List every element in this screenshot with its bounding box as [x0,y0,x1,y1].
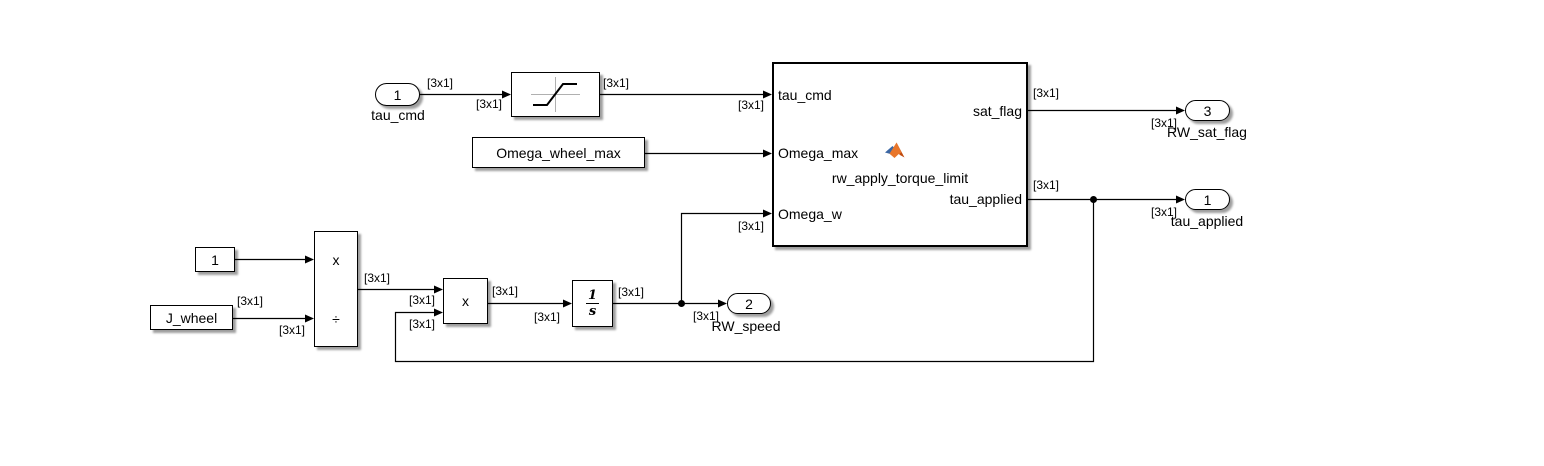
signal-dim-label: [3x1] [1151,116,1178,130]
product-multiply-sign: x [462,293,469,309]
signal-dim-label: [3x1] [618,285,645,299]
fn-input-tau-cmd: tau_cmd [778,87,832,103]
arrowhead [305,255,314,264]
matlab-logo-icon [885,142,905,158]
arrowhead [1176,195,1185,204]
signal-dim-label: [3x1] [279,323,306,337]
outport-number: 2 [745,295,753,312]
signal-dim-label: [3x1] [1151,205,1178,219]
constant-omega-wheel-max[interactable]: Omega_wheel_max [472,137,645,168]
constant-j-wheel[interactable]: J_wheel [150,305,233,330]
inport-tau-cmd[interactable]: 1 [375,83,420,106]
outport-rw-speed[interactable]: 2 [727,293,771,314]
divide-block[interactable]: x ÷ [314,231,358,347]
constant-value: Omega_wheel_max [496,144,621,161]
divide-divide-sign: ÷ [332,311,340,327]
constant-value: J_wheel [165,309,218,326]
signal-dim-label: [3x1] [476,97,503,111]
divide-multiply-sign: x [332,252,340,268]
arrowheads-and-dots [305,90,1185,323]
branch-dot [678,300,685,307]
arrowhead [563,299,572,308]
signal-dim-label: [3x1] [738,98,765,112]
fn-input-omega-max: Omega_max [778,145,859,161]
signal-dim-label: [3x1] [1033,86,1060,100]
outport-rw-sat-flag[interactable]: 3 [1185,100,1230,121]
signal-dim-label: [3x1] [738,219,765,233]
outport-rw-speed-label: RW_speed [711,318,781,334]
wire-tau-applied-feedback [394,199,1095,363]
arrowhead [305,314,314,323]
inport-number: 1 [393,86,402,103]
wires[interactable] [233,93,1177,363]
fraction-bar [586,303,599,304]
arrowhead [434,308,443,317]
branch-dot [1090,196,1097,203]
constant-one[interactable]: 1 [195,247,235,272]
outport-tau-applied-label: tau_applied [1170,213,1244,229]
fn-output-sat-flag: sat_flag [972,103,1022,119]
fn-output-tau-applied: tau_applied [949,191,1022,207]
saturation-icon [531,77,580,112]
arrowhead [502,90,511,99]
outport-number: 3 [1203,102,1212,119]
inport-tau-cmd-label: tau_cmd [371,107,425,123]
arrowhead [1176,106,1185,115]
arrowhead [434,285,443,294]
signal-dim-label: [3x1] [409,317,436,331]
signal-dim-label: [3x1] [364,271,391,285]
fn-input-omega-w: Omega_w [778,206,842,222]
signal-dim-label: [3x1] [427,76,454,90]
outport-number: 1 [1203,191,1212,208]
constant-value: 1 [211,251,219,268]
outport-rw-sat-flag-label: RW_sat_flag [1167,124,1247,140]
signal-dim-label: [3x1] [237,294,264,308]
arrowhead [763,90,772,99]
arrowhead [763,149,772,158]
matlab-function-name: rw_apply_torque_limit [831,170,969,186]
outport-tau-applied[interactable]: 1 [1185,189,1230,210]
integrator-block[interactable]: 1 s [572,280,613,327]
signal-dim-label: [3x1] [534,310,561,324]
signal-dim-label: [3x1] [1033,178,1060,192]
product-block[interactable]: x [443,278,488,324]
integrator-numerator: 1 [587,288,598,303]
signal-dim-label: [3x1] [603,76,630,90]
signal-dim-label: [3x1] [409,293,436,307]
saturation-block[interactable] [511,72,600,117]
signal-dim-label: [3x1] [492,284,519,298]
arrowhead [763,209,772,218]
wire-speed-branch-to-fn-omega-w [680,212,764,304]
signal-dim-label: [3x1] [693,309,720,323]
arrowhead [718,299,727,308]
matlab-function-block[interactable]: tau_cmd Omega_max Omega_w sat_flag tau_a… [772,62,1028,247]
integrator-denominator: s [588,304,597,319]
